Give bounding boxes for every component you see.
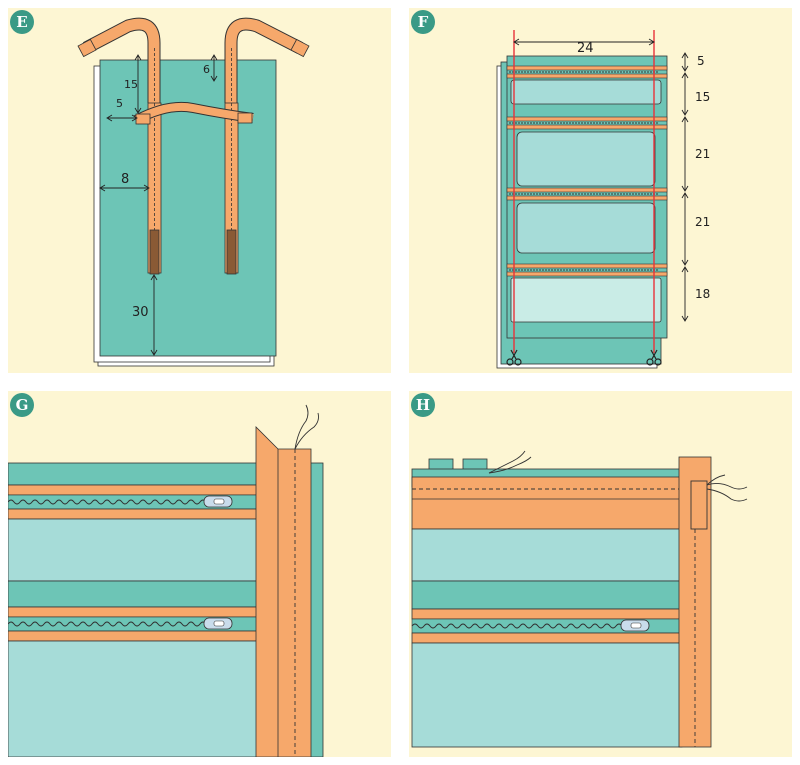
dim-5-label: 5 [116,97,123,110]
dim-6-arrows [210,54,218,82]
dim-8-label: 8 [121,172,129,187]
step-g-badge: G [10,393,34,417]
left-strap-slot [149,229,160,275]
zipper-pull-icon [620,619,650,632]
zipper-pull-icon [203,495,233,508]
step-e-panel: E 15 6 5 [8,8,391,373]
dim-15-arrows [134,54,142,114]
dim-30-label: 30 [132,305,149,320]
scissors-icon [506,349,522,366]
scissors-icon [646,349,662,366]
step-f-diagram: 24 5 15 21 21 18 [496,30,710,369]
dim-21b-marker [681,192,689,266]
dim-6-label: 6 [203,63,210,76]
dim-18-marker [681,266,689,322]
dim-5-marker [681,52,689,72]
dim-8-arrows [99,184,150,192]
dim-18-label: 18 [695,287,710,301]
zipper-teeth-2 [8,621,219,627]
pocket-lower [411,642,683,748]
right-strap-top [225,18,303,103]
thread-end-icon [294,404,319,450]
zipper-teeth-1 [8,499,219,505]
step-h-panel: H [409,391,792,757]
dim-5-arrows [106,114,138,122]
zipper-tape-lower [411,632,683,644]
pocket-2 [516,131,656,187]
cross-strap [134,102,254,124]
step-g-diagram [8,404,324,757]
zipper-band-3 [506,187,668,201]
pocket-3 [516,202,656,254]
right-strap-end [290,38,310,58]
dim-21a-marker [681,116,689,192]
zipper-band-1 [506,65,668,79]
side-binding-strip [255,426,312,757]
step-f-panel: F [409,8,792,373]
zipper-teeth [411,623,623,629]
dim-21b-label: 21 [695,215,710,229]
step-f-badge: F [411,10,435,34]
thread-end-icon [706,474,748,502]
right-strap-slot [226,229,237,275]
dim-5-label: 5 [697,54,705,68]
cross-strap-right-end [237,112,253,124]
zipper-pull-icon [203,617,233,630]
top-binding-strip [411,476,703,530]
dim-24-label: 24 [577,41,594,56]
pocket-upper [411,528,683,582]
dim-15-label: 15 [124,78,138,91]
step-e-diagram: 15 6 5 8 30 [77,17,310,367]
dim-24-arrows [513,38,655,46]
cross-strap-left-end [135,113,151,125]
pocket-1 [510,79,662,105]
zipper-tape-upper [411,608,683,620]
step-g-panel: G [8,391,391,757]
step-e-badge: E [10,10,34,34]
fabric-band-middle [411,580,683,610]
dim-30-arrows [150,274,158,356]
zipper-band-2 [506,116,668,130]
corner-fold [690,480,708,530]
dim-15-marker [681,72,689,116]
left-strap-end [77,38,97,58]
thread-end-icon [488,450,532,474]
step-h-badge: H [411,393,435,417]
dim-15-label: 15 [695,90,710,104]
zipper-band-4 [506,263,668,277]
dim-21a-label: 21 [695,147,710,161]
step-h-diagram [411,450,748,748]
pocket-4 [510,277,662,323]
left-strap-top [83,18,160,103]
